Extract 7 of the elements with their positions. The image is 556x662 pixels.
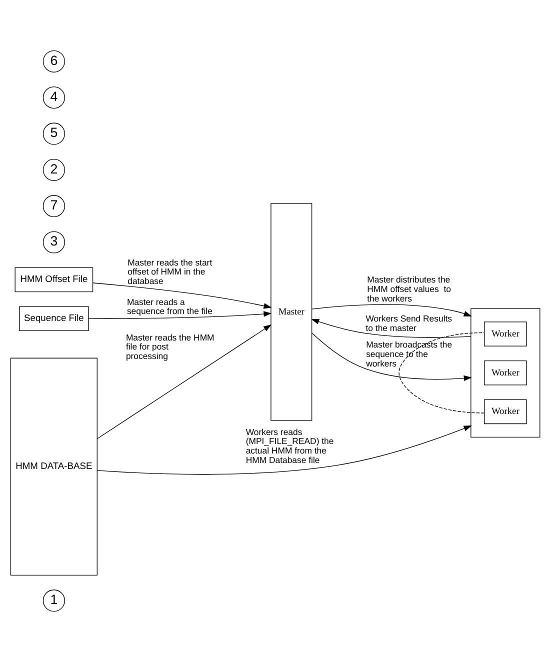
edge-label: Master distributes the HMM offset values to the workers bbox=[367, 274, 451, 304]
edge-label: Master broadcasts the sequence to the workers bbox=[366, 340, 452, 368]
edge-label: Master reads the start offset of HMM in the database bbox=[128, 257, 212, 286]
edge-label: Workers reads (MPI_FILE_READ) the actual HMM from the HMM Database file bbox=[246, 426, 334, 465]
edge-label: Workers Send Results to the master bbox=[366, 314, 452, 333]
edge-label: Master reads the HMM file for post processing bbox=[126, 332, 214, 362]
edge-label: Master reads a sequence from the file bbox=[126, 296, 212, 316]
